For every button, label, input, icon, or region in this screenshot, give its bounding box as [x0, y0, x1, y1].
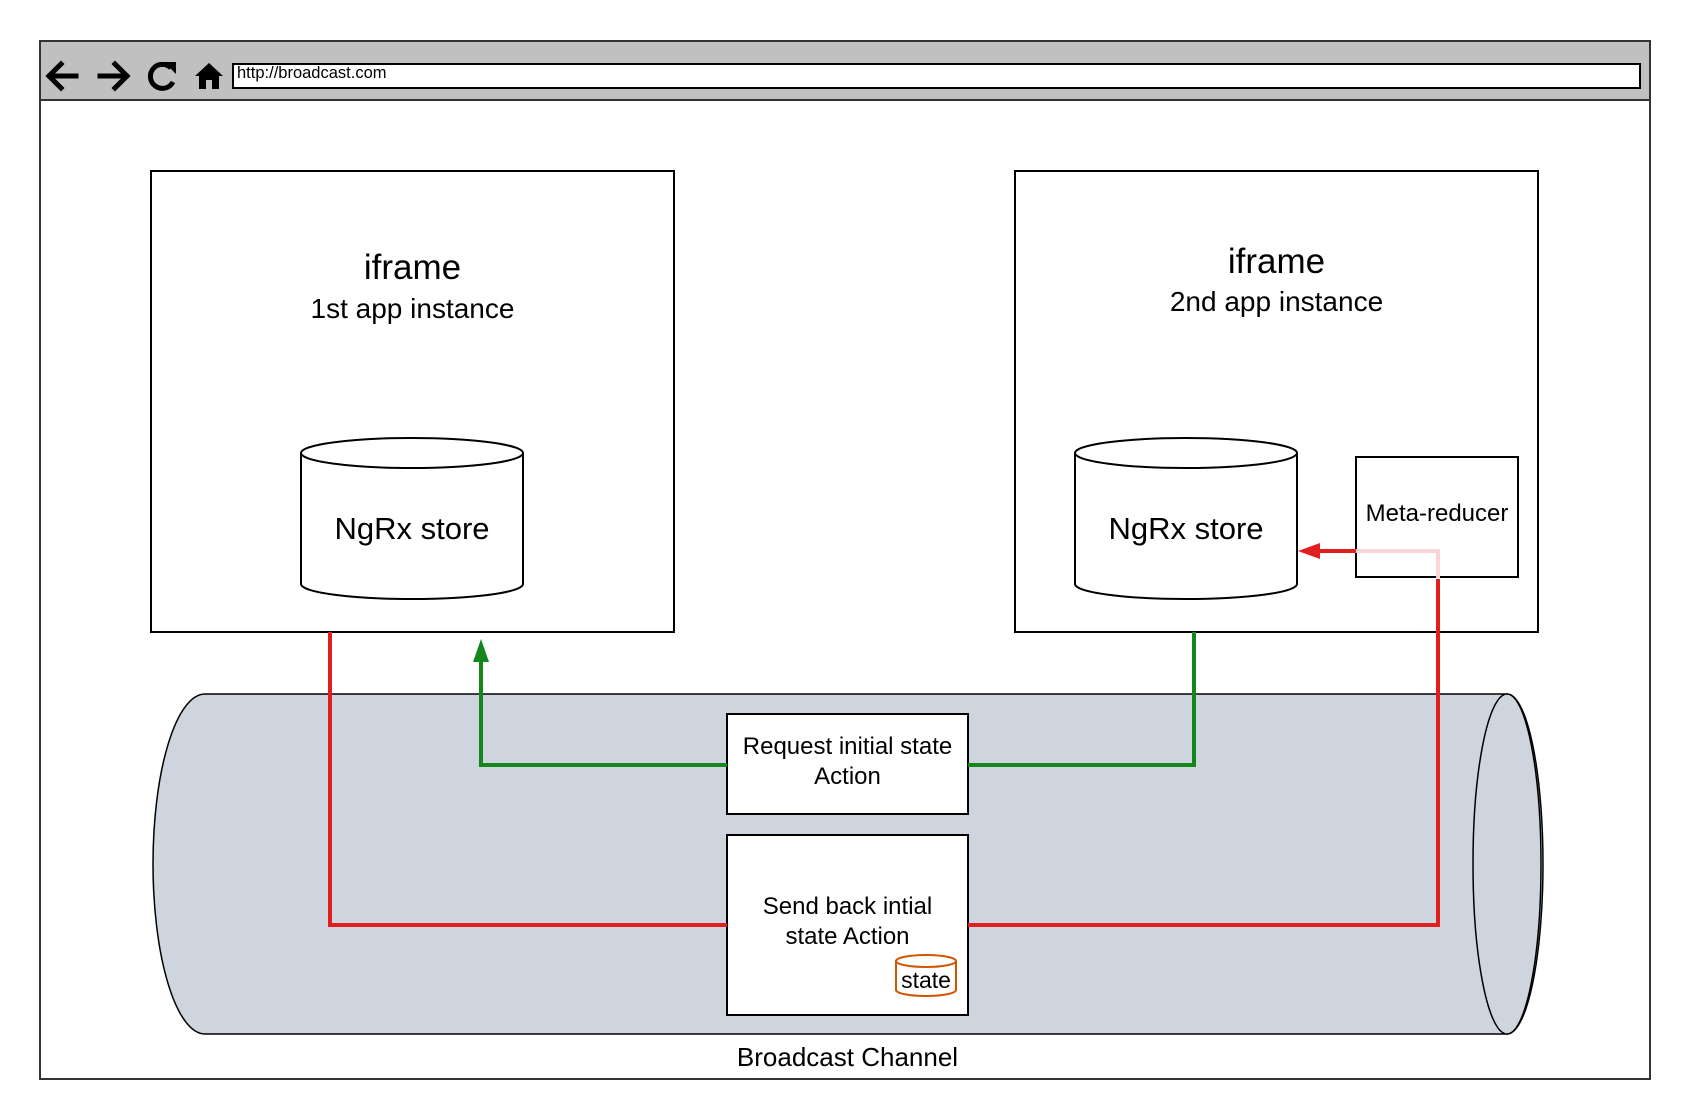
- response-flow-right: [968, 579, 1440, 927]
- reload-button[interactable]: [141, 56, 181, 96]
- send-back-action-line2: state Action: [785, 923, 910, 950]
- back-button[interactable]: [43, 56, 83, 96]
- iframe-left-subtitle: 1st app instance: [310, 293, 515, 324]
- forward-button[interactable]: [94, 56, 134, 96]
- iframe-left-title: iframe: [363, 248, 462, 287]
- request-action-line1: Request initial state: [742, 733, 953, 760]
- iframe-right-title: iframe: [1227, 242, 1326, 281]
- ngrx-store-right-cylinder: [1074, 437, 1298, 600]
- send-back-action-line1: Send back intial: [762, 893, 933, 920]
- state-badge-icon: [895, 954, 957, 997]
- ngrx-store-left-cylinder: [300, 437, 524, 600]
- home-button[interactable]: [189, 56, 229, 96]
- request-action-box: [726, 713, 969, 815]
- broadcast-channel-label: Broadcast Channel: [736, 1042, 959, 1072]
- response-flow-left: [328, 632, 727, 927]
- response-flow-through-meta: [1356, 549, 1440, 578]
- request-flow-right: [968, 632, 1196, 767]
- ngrx-store-right-label: NgRx store: [1108, 511, 1264, 546]
- request-action-line2: Action: [814, 763, 881, 790]
- reload-icon[interactable]: [147, 61, 176, 91]
- address-bar-url[interactable]: http://broadcast.com: [237, 64, 387, 82]
- arrow-right-icon[interactable]: [97, 60, 131, 92]
- response-arrowhead: [1298, 543, 1320, 559]
- arrow-left-icon[interactable]: [45, 60, 79, 92]
- meta-reducer-label: Meta-reducer: [1365, 500, 1509, 527]
- request-arrowhead: [473, 639, 489, 662]
- request-flow-left: [479, 660, 727, 767]
- state-badge-label: state: [901, 967, 951, 993]
- home-icon[interactable]: [195, 63, 223, 89]
- address-bar[interactable]: [232, 63, 1641, 89]
- iframe-right-subtitle: 2nd app instance: [1169, 286, 1384, 317]
- ngrx-store-left-label: NgRx store: [334, 511, 490, 546]
